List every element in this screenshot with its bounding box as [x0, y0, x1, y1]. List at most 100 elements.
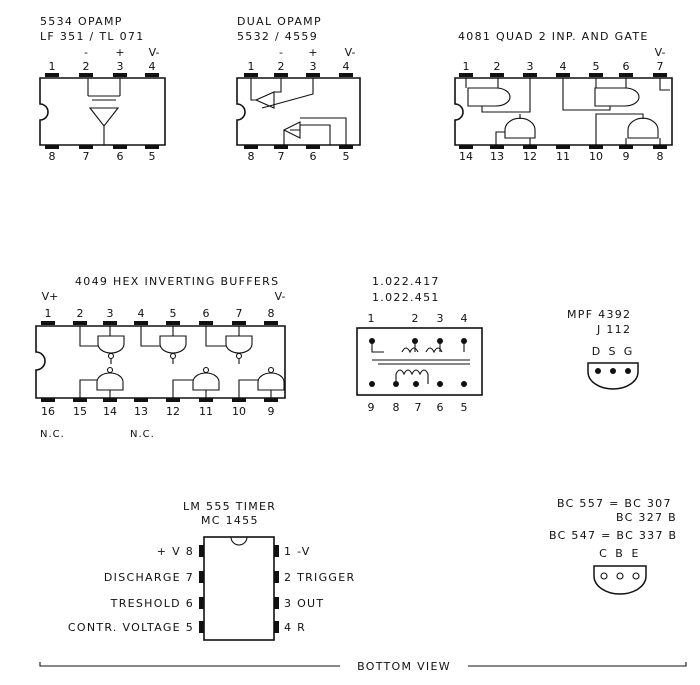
transistor-line2: BC 327 B	[616, 511, 677, 524]
opamp-5534-pin: 4	[149, 60, 156, 73]
quad-and-gates-icon	[465, 78, 670, 145]
hex-4049-title: 4049 HEX INVERTING BUFFERS	[75, 275, 279, 288]
opamp-5534-pin: 7	[83, 150, 90, 163]
hex-4049-pin: 6	[203, 307, 210, 320]
opamp-5534-pin: 8	[49, 150, 56, 163]
dual-opamp-pin: 7	[278, 150, 285, 163]
dual-opamp-title: DUAL OPAMP	[237, 15, 322, 28]
quad-and-pin: 12	[523, 150, 537, 163]
lm555-body	[203, 536, 275, 641]
bottom-view-bracket	[39, 662, 687, 667]
hex-4049-pin: 16	[41, 405, 55, 418]
dual-opamp-pin: 2	[278, 60, 285, 73]
opamp-5534-subtitle: LF 351 / TL 071	[40, 30, 145, 43]
transistor-line3: BC 547 = BC 337 B	[549, 529, 677, 542]
mpf-lead	[610, 368, 616, 374]
relay-pin: 1	[368, 312, 375, 325]
lm555-title: LM 555 TIMER	[183, 500, 276, 513]
relay-pin: 5	[461, 401, 468, 414]
hex-4049-pin: 7	[236, 307, 243, 320]
opamp-5534-title: 5534 OPAMP	[40, 15, 123, 28]
hex-4049-pin: 11	[199, 405, 213, 418]
quad-and-pin: 1	[463, 60, 470, 73]
relay-pin: 3	[437, 312, 444, 325]
quad-and-pin: 6	[623, 60, 630, 73]
quad-and-pin: 11	[556, 150, 570, 163]
relay-pin: 7	[415, 401, 422, 414]
mpf-subtitle: J 112	[596, 323, 631, 336]
opamp-5534-mark-vminus: V-	[149, 46, 160, 59]
quad-and-pin: 5	[593, 60, 600, 73]
dual-opamp-pin: 8	[248, 150, 255, 163]
transistor-lead	[632, 572, 640, 580]
dual-opamp-pin: 5	[343, 150, 350, 163]
dual-opamp-pin: 1	[248, 60, 255, 73]
relay-title: 1.022.417	[372, 275, 440, 288]
hex-4049-pin: 13	[134, 405, 148, 418]
relay-coil-icon	[369, 338, 470, 387]
lm555-chip: LM 555 TIMER MC 1455 + V 8 DISCHARGE 7 T…	[68, 500, 355, 641]
opamp-5534-symbol-icon	[87, 78, 121, 145]
dual-opamp-pin: 3	[310, 60, 317, 73]
mpf-4392-package: MPF 4392 J 112 D S G	[567, 308, 639, 390]
quad-and-pin: 14	[459, 150, 473, 163]
relay-pin: 9	[368, 401, 375, 414]
mpf-title: MPF 4392	[567, 308, 631, 321]
relay-chip: 1.022.417 1.022.451 1 2 3 4 9 8 7 6 5	[356, 275, 483, 414]
hex-4049-pin: 4	[138, 307, 145, 320]
lm555-right-label: 1 -V	[284, 545, 311, 558]
opamp-5534-pin: 3	[117, 60, 124, 73]
transistor-lead	[600, 572, 608, 580]
lm555-left-label: DISCHARGE 7	[104, 571, 194, 584]
quad-and-title: 4081 QUAD 2 INP. AND GATE	[458, 30, 649, 43]
quad-and-4081-chip: 4081 QUAD 2 INP. AND GATE V- 1 2 3 4 5 6…	[454, 30, 673, 163]
relay-pin: 8	[393, 401, 400, 414]
dual-opamp-symbol-icon	[250, 78, 347, 145]
transistor-pin: E	[632, 547, 639, 560]
mpf-pin: G	[624, 345, 633, 358]
hex-4049-pin: 5	[170, 307, 177, 320]
mpf-pin: D	[592, 345, 600, 358]
hex-4049-pin: 9	[268, 405, 275, 418]
hex-4049-chip: 4049 HEX INVERTING BUFFERS V+ V- 1 2 3 4…	[35, 275, 286, 440]
hex-4049-pin: 8	[268, 307, 275, 320]
bottom-view-footer: BOTTOM VIEW	[39, 660, 687, 673]
lm555-left-label: + V 8	[157, 545, 194, 558]
lm555-left-label: TRESHOLD 6	[110, 597, 194, 610]
hex-4049-pin: 10	[232, 405, 246, 418]
relay-subtitle: 1.022.451	[372, 291, 440, 304]
mpf-package-outline	[587, 362, 639, 390]
hex-4049-inverters-icon	[79, 326, 285, 398]
transistor-pin: C	[599, 547, 607, 560]
opamp-5534-mark-plus: +	[115, 46, 124, 59]
opamp-5534-pin: 5	[149, 150, 156, 163]
opamp-5534-pin: 1	[49, 60, 56, 73]
quad-and-mark-vminus: V-	[655, 46, 666, 59]
hex-4049-body	[35, 325, 286, 399]
quad-and-pin: 4	[560, 60, 567, 73]
lm555-notch	[230, 536, 248, 546]
hex-4049-pin: 2	[77, 307, 84, 320]
lm555-left-label: CONTR. VOLTAGE 5	[68, 621, 194, 634]
transistor-package-outline	[593, 565, 647, 595]
lm555-right-label: 4 R	[284, 621, 306, 634]
mpf-lead	[595, 368, 601, 374]
quad-and-pin: 9	[623, 150, 630, 163]
relay-pin: 6	[437, 401, 444, 414]
dual-opamp-mark-vminus: V-	[345, 46, 356, 59]
lm555-subtitle: MC 1455	[201, 514, 259, 527]
relay-pin: 2	[412, 312, 419, 325]
opamp-5534-pin: 2	[83, 60, 90, 73]
lm555-right-label: 2 TRIGGER	[284, 571, 355, 584]
mpf-pin: S	[609, 345, 616, 358]
transistor-pin: B	[615, 547, 623, 560]
lm555-right-label: 3 OUT	[284, 597, 324, 610]
dual-opamp-chip: DUAL OPAMP 5532 / 4559 - + V- 1 2 3 4 8 …	[236, 15, 361, 163]
quad-and-pin: 13	[490, 150, 504, 163]
relay-body	[356, 327, 483, 396]
hex-4049-mark-vminus: V-	[275, 290, 286, 303]
hex-4049-nc-middle: N.C.	[130, 429, 155, 440]
hex-4049-pin: 3	[107, 307, 114, 320]
mpf-lead	[625, 368, 631, 374]
dual-opamp-mark-plus: +	[308, 46, 317, 59]
